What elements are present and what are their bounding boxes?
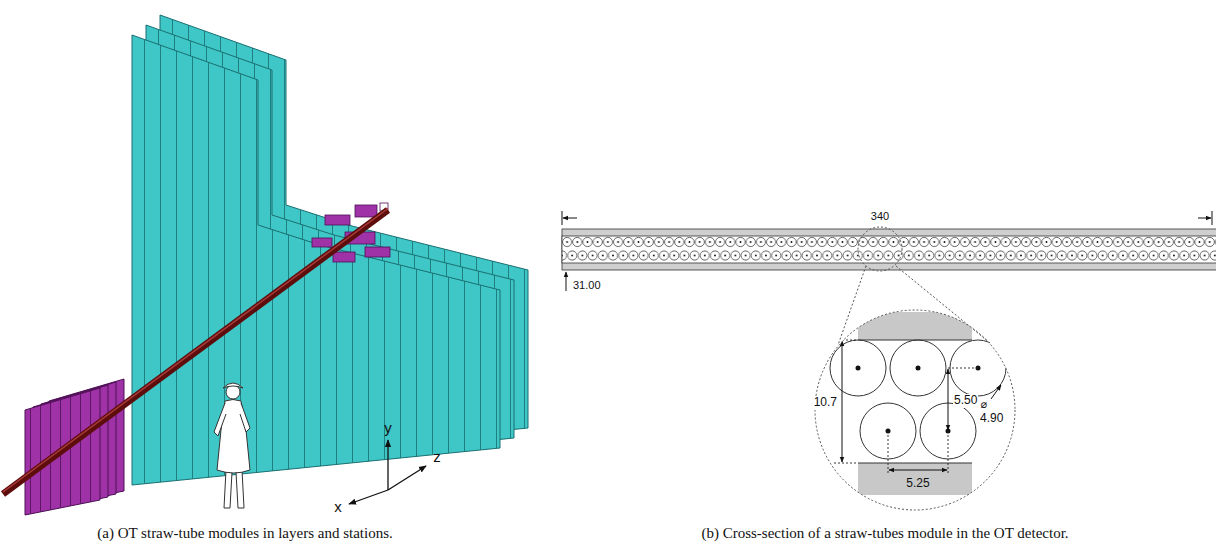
straw-layers bbox=[562, 236, 1216, 263]
dimension-tick bbox=[1212, 211, 1213, 225]
dimension-arrow bbox=[563, 218, 577, 219]
dimension-label: 5.25 bbox=[905, 477, 930, 491]
dimension-tick bbox=[562, 211, 563, 225]
axis-label: y bbox=[383, 419, 393, 436]
zoom-source-circle bbox=[858, 227, 902, 271]
beam-pipe bbox=[3, 209, 388, 495]
person-hat bbox=[223, 383, 243, 388]
person-head bbox=[226, 385, 240, 399]
band-edge bbox=[858, 340, 972, 341]
person-figure bbox=[214, 383, 250, 508]
module-dimensions bbox=[562, 211, 1212, 291]
extension-line bbox=[888, 431, 889, 475]
band-edge bbox=[858, 463, 972, 464]
dimension-arrow bbox=[1198, 218, 1211, 219]
module-cross-section bbox=[562, 229, 1216, 270]
dimension-label: 4.90 bbox=[979, 412, 1004, 426]
beam-pipe-body bbox=[3, 210, 388, 494]
leader-arrow bbox=[991, 385, 1001, 399]
straw-tube bbox=[890, 340, 946, 396]
dimension-label: 31.00 bbox=[572, 279, 602, 292]
support-band bbox=[858, 312, 972, 340]
coordinate-axes bbox=[349, 440, 426, 504]
it-box bbox=[333, 252, 355, 262]
axis-label: z bbox=[432, 448, 442, 465]
z-axis bbox=[388, 466, 426, 490]
figure-caption: (a) OT straw-tube modules in layers and … bbox=[96, 525, 394, 542]
extension-line bbox=[948, 431, 949, 475]
diameter-symbol: ⌀ bbox=[980, 399, 989, 412]
tt-station bbox=[25, 379, 124, 515]
extension-line bbox=[834, 340, 858, 341]
figure-caption: (b) Cross-section of a straw-tubes modul… bbox=[700, 525, 1069, 542]
beam-pipe-highlight bbox=[3, 209, 388, 493]
y-axis bbox=[387, 440, 388, 490]
extension-line bbox=[948, 368, 978, 369]
it-box bbox=[365, 247, 390, 257]
dimension-label: 340 bbox=[870, 210, 890, 223]
module-panel bbox=[562, 229, 1216, 270]
it-box bbox=[312, 238, 332, 247]
straw-tube bbox=[830, 340, 886, 396]
x-axis bbox=[349, 490, 388, 504]
it-box bbox=[355, 205, 377, 217]
anode-wire bbox=[916, 366, 921, 371]
person-legs bbox=[224, 470, 244, 508]
dimension-label: 10.7 bbox=[813, 396, 838, 410]
dimension-label: 5.50 bbox=[953, 394, 978, 408]
person-arms bbox=[214, 403, 250, 436]
zoom-circle bbox=[815, 310, 1015, 510]
dimension-arrow bbox=[948, 369, 949, 430]
zoom-indicator bbox=[838, 227, 990, 345]
extension-line bbox=[834, 463, 858, 464]
dimension-arrow bbox=[889, 470, 947, 471]
dimension-arrow bbox=[842, 341, 843, 462]
it-box bbox=[325, 215, 350, 225]
axis-label: x bbox=[333, 498, 343, 515]
support-band bbox=[858, 463, 972, 495]
anode-wire bbox=[856, 366, 861, 371]
zoom-detail bbox=[830, 312, 1006, 495]
dimension-arrow bbox=[566, 272, 567, 291]
